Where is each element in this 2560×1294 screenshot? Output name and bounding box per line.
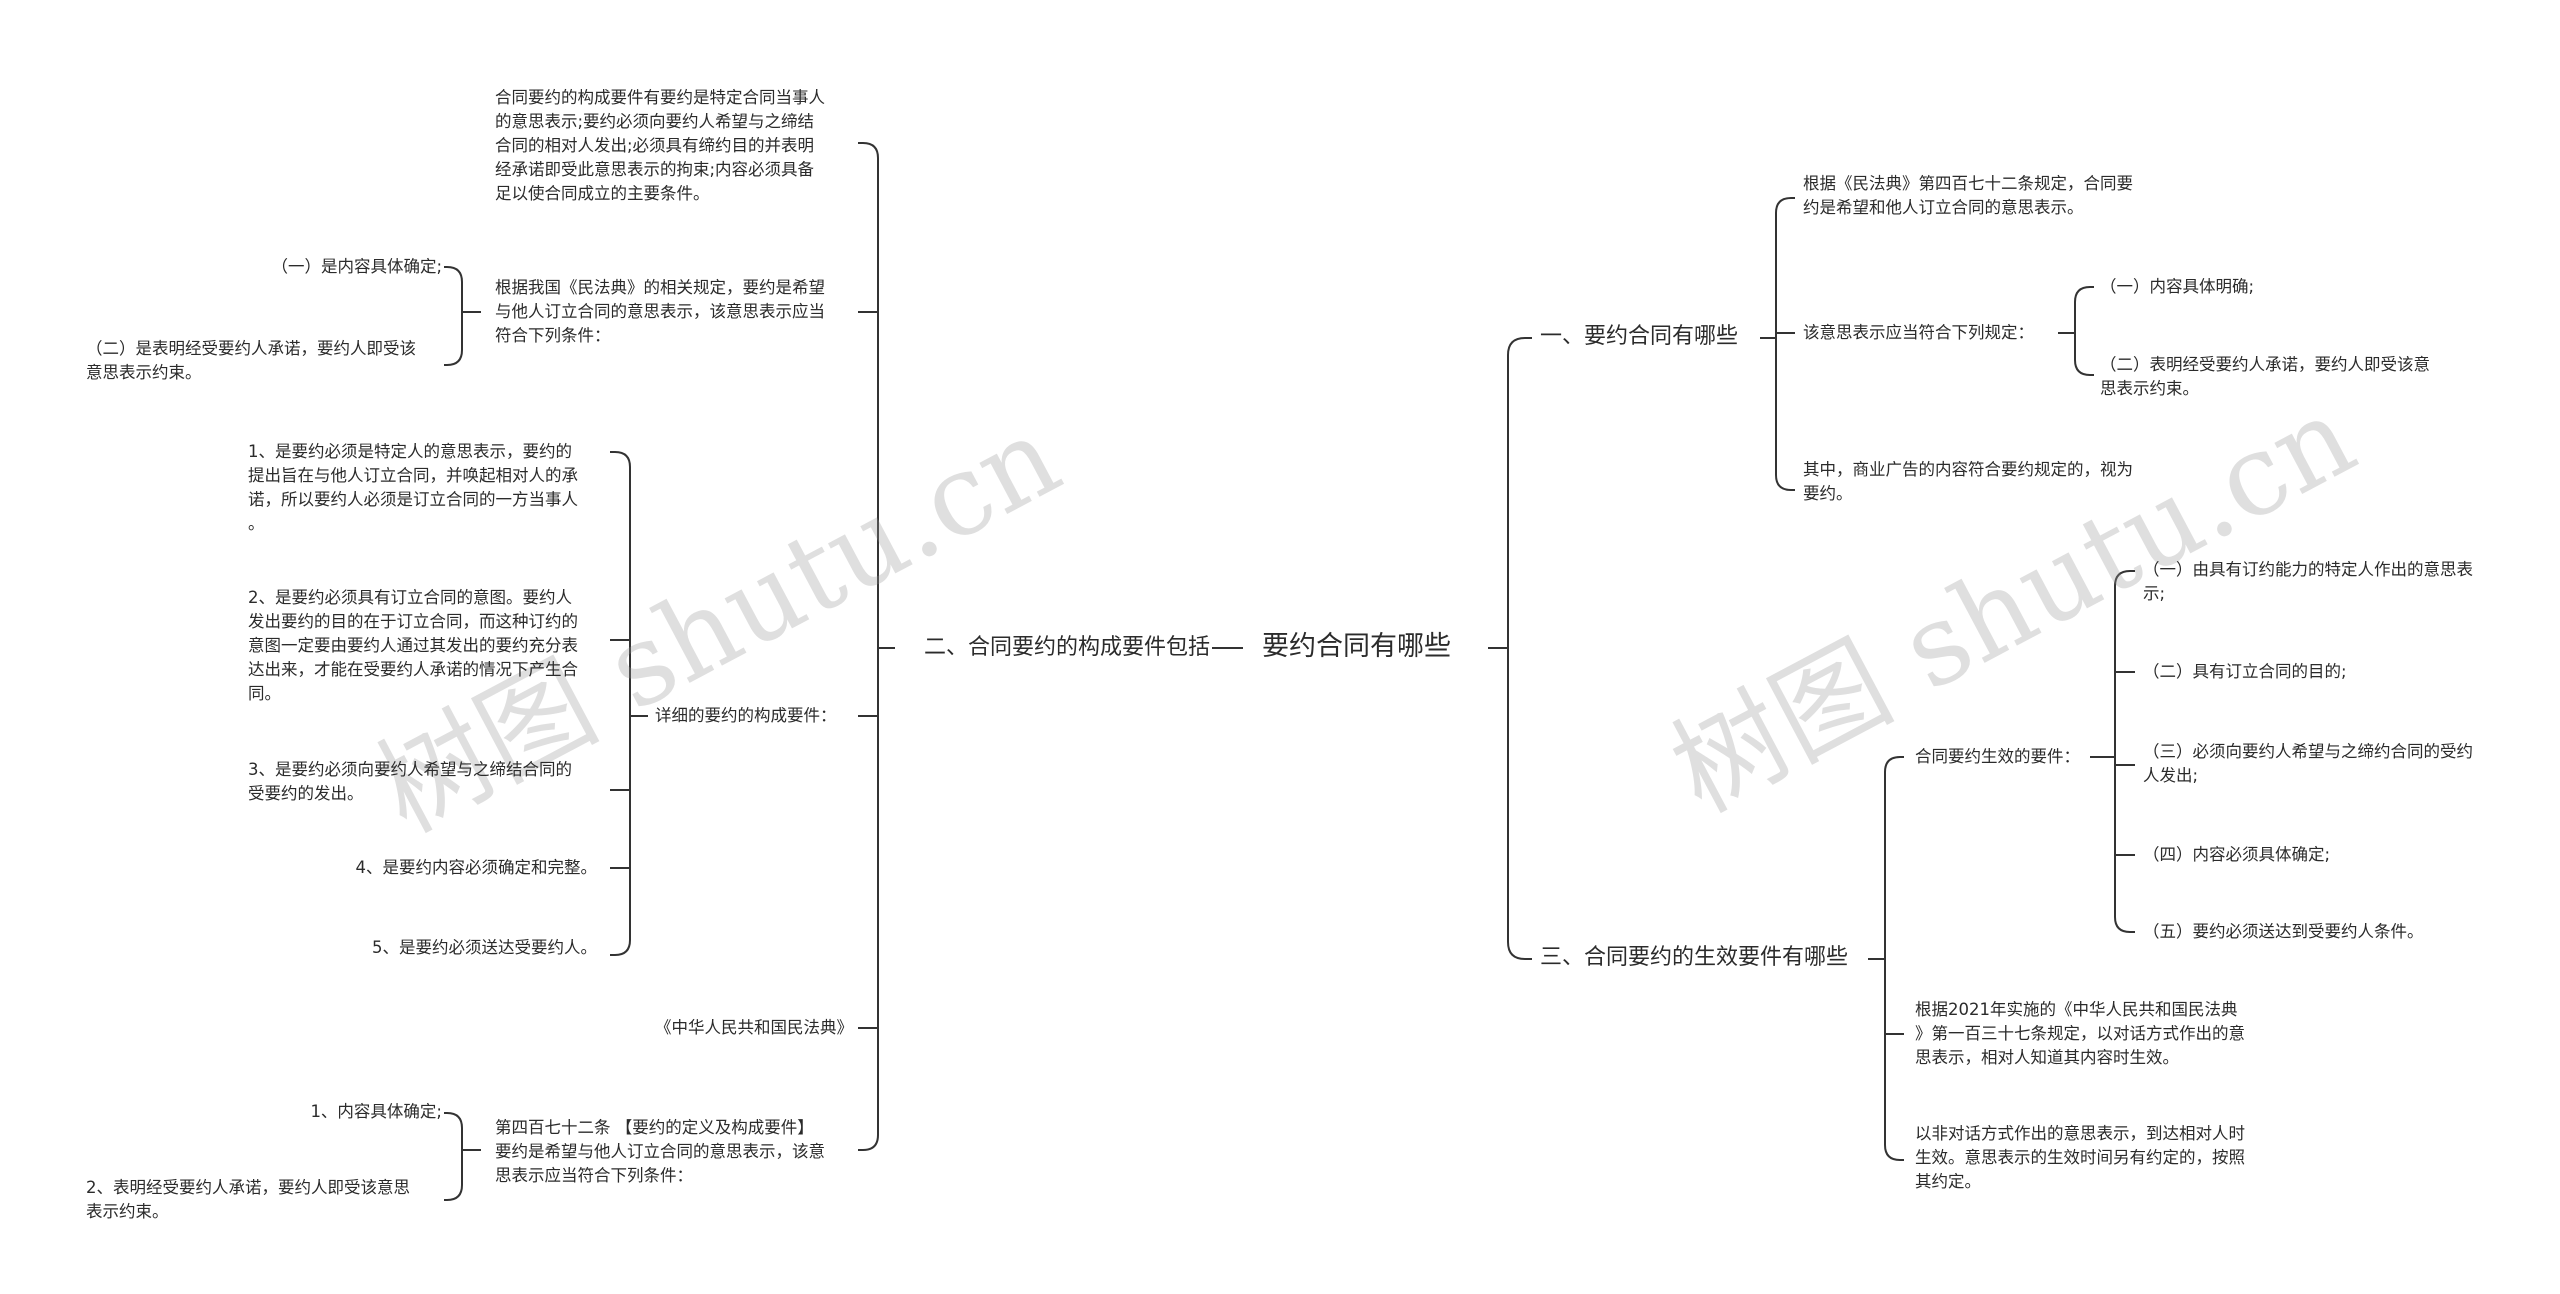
node-element-3[interactable]: 3、是要约必须向要约人希望与之缔结合同的 受要约的发出。 — [248, 760, 572, 803]
node-offer-req-2[interactable]: （二）表明经受要约人承诺，要约人即受该意 思表示约束。 — [2100, 355, 2430, 398]
node-non-dialogue-effect[interactable]: 以非对话方式作出的意思表示，到达相对人时 生效。意思表示的生效时间另有约定的，按… — [1915, 1124, 2245, 1191]
node-effective-req-3[interactable]: （三）必须向要约人希望与之缔约合同的受约 人发出; — [2143, 742, 2473, 785]
node-element-2[interactable]: 2、是要约必须具有订立合同的意图。要约人 发出要约的目的在于订立合同，而这种订约… — [248, 588, 578, 703]
node-civil-code-conditions[interactable]: 根据我国《民法典》的相关规定，要约是希望 与他人订立合同的意思表示，该意思表示应… — [495, 278, 825, 345]
node-effective-requirements[interactable]: 合同要约生效的要件： — [1915, 747, 2080, 766]
node-civil-code-title[interactable]: 《中华人民共和国民法典》 — [655, 1018, 853, 1037]
node-element-4[interactable]: 4、是要约内容必须确定和完整。 — [355, 858, 598, 877]
node-article-472[interactable]: 第四百七十二条 【要约的定义及构成要件】 要约是希望与他人订立合同的意思表示，该… — [495, 1118, 825, 1185]
node-elements-summary[interactable]: 合同要约的构成要件有要约是特定合同当事人 的意思表示;要约必须向要约人希望与之缔… — [495, 88, 825, 203]
node-effective-req-2[interactable]: （二）具有订立合同的目的; — [2143, 662, 2347, 681]
node-detailed-elements[interactable]: 详细的要约的构成要件： — [655, 706, 837, 725]
root-topic[interactable]: 要约合同有哪些 — [1262, 631, 1451, 662]
node-article-472-offer[interactable]: 根据《民法典》第四百七十二条规定，合同要 约是希望和他人订立合同的意思表示。 — [1803, 174, 2133, 217]
node-offer-req-1[interactable]: （一）内容具体明确; — [2100, 277, 2255, 296]
branch-effective-conditions[interactable]: 三、合同要约的生效要件有哪些 — [1540, 945, 1849, 970]
node-article-137[interactable]: 根据2021年实施的《中华人民共和国民法典 》第一百三十七条规定，以对话方式作出… — [1915, 1000, 2245, 1067]
node-element-5[interactable]: 5、是要约必须送达受要约人。 — [372, 938, 597, 957]
node-effective-req-1[interactable]: （一）由具有订约能力的特定人作出的意思表 示; — [2143, 560, 2473, 603]
node-offer-requirements[interactable]: 该意思表示应当符合下列规定： — [1803, 323, 2034, 342]
node-condition-bound-by-acceptance[interactable]: （二）是表明经受要约人承诺，要约人即受该 意思表示约束。 — [86, 339, 416, 382]
node-effective-req-4[interactable]: （四）内容必须具体确定; — [2143, 845, 2331, 864]
node-article-condition-2[interactable]: 2、表明经受要约人承诺，要约人即受该意思 表示约束。 — [86, 1178, 410, 1221]
node-commercial-ads[interactable]: 其中，商业广告的内容符合要约规定的，视为 要约。 — [1803, 460, 2133, 503]
node-element-1[interactable]: 1、是要约必须是特定人的意思表示，要约的 提出旨在与他人订立合同，并唤起相对人的… — [248, 442, 578, 533]
branch-what-are-offer-contracts[interactable]: 一、要约合同有哪些 — [1540, 324, 1739, 349]
branch-constituent-elements[interactable]: 二、合同要约的构成要件包括 — [923, 635, 1210, 660]
node-effective-req-5[interactable]: （五）要约必须送达到受要约人条件。 — [2143, 922, 2424, 941]
node-condition-content-definite[interactable]: （一）是内容具体确定; — [271, 257, 442, 276]
node-article-condition-1[interactable]: 1、内容具体确定; — [310, 1102, 442, 1121]
